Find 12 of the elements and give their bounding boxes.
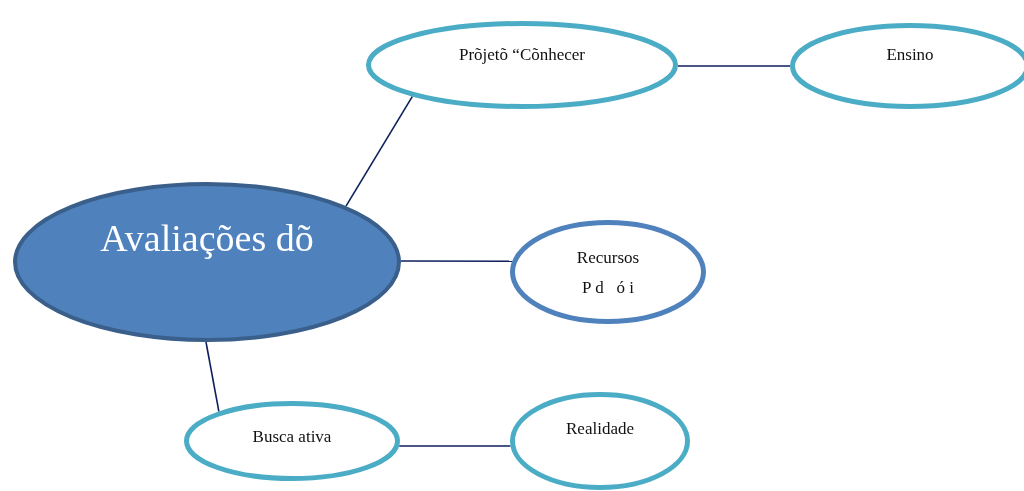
concept-text: Prõjetõ “Cõnhecer: [459, 45, 585, 66]
connector-line: [205, 341, 220, 413]
connector-line: [400, 260, 513, 262]
connector-line: [677, 65, 791, 67]
connector-line: [398, 445, 512, 447]
concept-text: Busca ativa: [252, 427, 332, 448]
concept-text: Realidade: [566, 419, 634, 440]
concept-text: Ensino: [886, 45, 934, 66]
topic-text: Avaliações dõ: [100, 216, 314, 261]
concept-text: Recursos: [576, 248, 640, 269]
connector-line: [345, 95, 414, 207]
concept-text: P d ó i: [582, 278, 634, 299]
